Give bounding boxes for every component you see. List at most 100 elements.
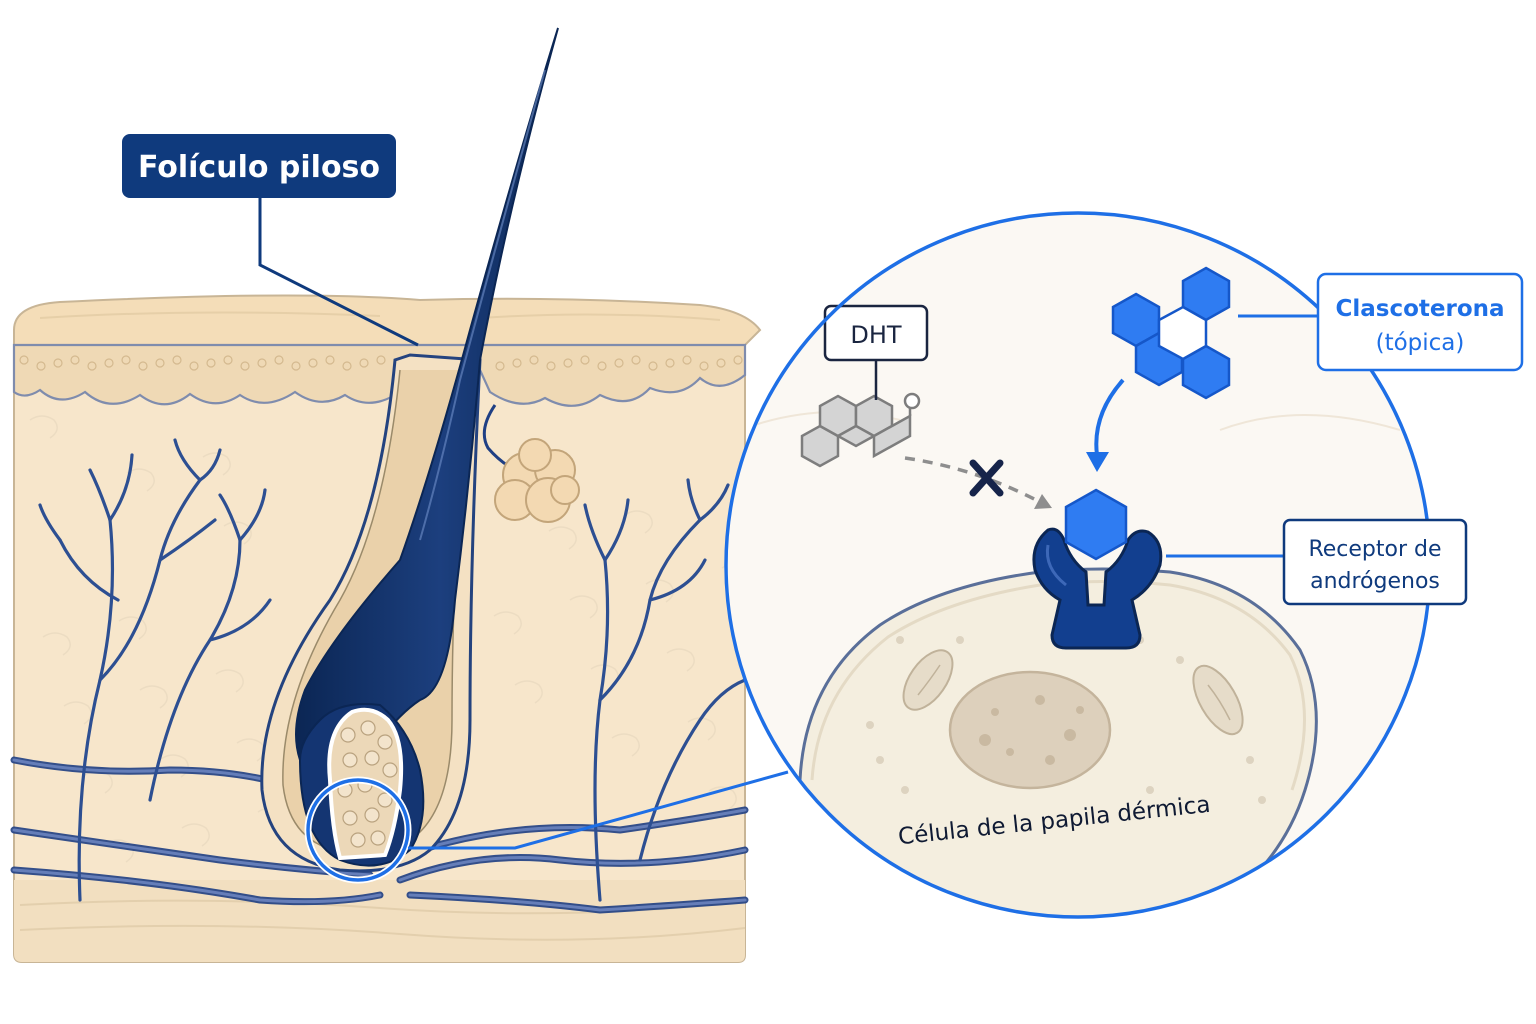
tissue-line: [223, 521, 252, 545]
epidermis-cell: [36, 361, 46, 371]
receptor-highlight: [1045, 544, 1067, 587]
tissue-line: [202, 452, 231, 476]
papilla-cell: [382, 762, 398, 778]
epidermis-cell: [359, 358, 369, 368]
bound-drug-hexagon: [1064, 488, 1128, 561]
tissue-line: [708, 786, 737, 810]
papilla-cell: [377, 734, 393, 750]
binding-arrowhead: [1086, 452, 1109, 472]
androgen-receptor: [1032, 527, 1163, 650]
papilla-cell: [364, 807, 380, 823]
cell-nucleus: [948, 670, 1112, 790]
cytoplasm-dot: [1176, 656, 1184, 664]
blocked-arrowhead: [1034, 494, 1052, 509]
epidermis-cell: [682, 355, 692, 365]
epidermis-cell: [155, 358, 165, 368]
tissue-line: [215, 669, 244, 693]
epidermis-cell: [648, 361, 658, 371]
epidermis-cell: [308, 358, 318, 368]
papilla-cell: [350, 832, 366, 848]
epidermis-cell: [138, 361, 148, 371]
papilla-cell: [370, 830, 386, 846]
epidermis-cell: [733, 355, 743, 365]
tissue-line: [19, 924, 746, 941]
tissue-line: [666, 648, 695, 672]
follicle-leader-line: [258, 196, 419, 347]
mitochondrion-right: [1192, 664, 1244, 736]
epidermis-cell: [223, 355, 233, 365]
sebaceous-gland: [494, 438, 580, 523]
receptor-label-line1: Receptor de: [1308, 537, 1441, 562]
epidermis-cell: [614, 358, 624, 368]
tissue-line: [126, 468, 155, 492]
epidermis-cell: [87, 361, 97, 371]
epidermis-cell: [172, 355, 182, 365]
epidermis-cell: [19, 355, 29, 365]
epidermis-cell: [495, 361, 505, 371]
papilla-cell: [360, 720, 376, 736]
blocked-dht-arrow: [904, 456, 1041, 504]
epidermis-cell: [342, 361, 352, 371]
epidermis-cell: [665, 358, 675, 368]
papilla-cell: [342, 810, 358, 826]
epidermis-cell: [104, 358, 114, 368]
x-mark-icon: [969, 459, 1004, 497]
tissue-line: [42, 632, 71, 656]
cytoplasm-dot: [956, 636, 964, 644]
epidermis-cell: [699, 361, 709, 371]
clascoterone-label-line2: (tópica): [1376, 330, 1465, 356]
hair-highlight: [419, 69, 546, 541]
epidermis-cell: [189, 361, 199, 371]
clascoterone-label-line1: Clascoterona: [1335, 296, 1504, 322]
cytoplasm-dot: [866, 721, 874, 729]
receptor-label-line2: andrógenos: [1310, 569, 1440, 594]
cell-membrane-inner: [810, 580, 1306, 791]
follicle-label: Folículo piloso: [122, 134, 396, 198]
mitochondrion-left: [902, 649, 954, 711]
nucleus-spot: [991, 708, 999, 716]
cytoplasm-dot: [1146, 786, 1154, 794]
epidermis-cell: [529, 355, 539, 365]
stratum-corneum: [13, 294, 762, 346]
zoom-source-ring: [306, 778, 410, 882]
papilla-cell: [377, 792, 393, 808]
epidermis-cell: [580, 355, 590, 365]
epidermis-cell: [121, 355, 131, 365]
cytoplasm-dot: [896, 636, 904, 644]
dht-label: DHT: [823, 304, 929, 362]
tissue-line: [29, 415, 58, 439]
nucleus-spot: [1045, 755, 1055, 765]
papilla-cell: [364, 750, 380, 766]
tissue-line: [687, 717, 716, 741]
epidermis-cell: [291, 361, 301, 371]
epidermis-cell: [716, 358, 726, 368]
zoom-view: Célula de la papila dérmica DHT: [724, 211, 1432, 919]
clascoterone-label: Clascoterona (tópica): [1316, 272, 1524, 372]
epidermis-cell: [597, 361, 607, 371]
epidermis-cell: [53, 358, 63, 368]
receptor-label: Receptor de andrógenos: [1282, 518, 1468, 606]
cytoplasm-dot: [901, 786, 909, 794]
epidermis-cells: [19, 355, 743, 371]
tissue-line: [514, 680, 543, 704]
tissue-line: [479, 313, 721, 321]
tissue-line: [118, 616, 147, 640]
epidermis-cell: [206, 358, 216, 368]
papilla-cell: [340, 727, 356, 743]
dht-label-text: DHT: [850, 321, 902, 349]
tissue-line: [569, 595, 598, 619]
nucleus-spot: [1064, 729, 1076, 741]
tissue-line: [645, 579, 674, 603]
papilla-cell: [342, 752, 358, 768]
nucleus-spot: [1035, 695, 1045, 705]
epidermis: [12, 343, 747, 407]
tissue-line: [548, 526, 577, 550]
epidermis-cell: [631, 355, 641, 365]
nucleus-spot: [979, 734, 991, 746]
epidermis-cell: [563, 358, 573, 368]
tissue-line: [611, 733, 640, 757]
epidermis-cell: [257, 358, 267, 368]
binding-arrow: [1094, 378, 1125, 456]
